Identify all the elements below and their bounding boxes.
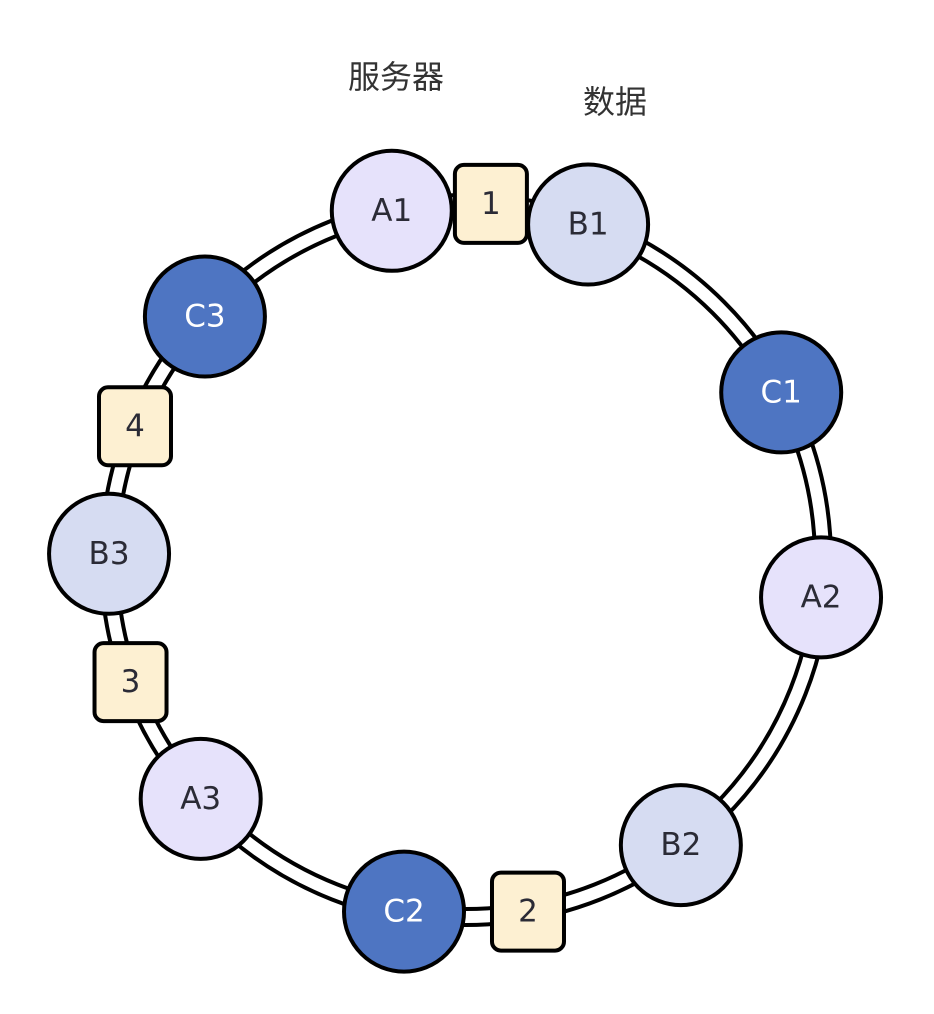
server-label: C1 [761, 374, 802, 410]
server-label: C2 [383, 894, 424, 930]
data-item-1: 1 [452, 162, 529, 245]
server-circle [142, 254, 267, 379]
server-circle [138, 736, 263, 861]
server-circle [759, 535, 884, 660]
server-circle [329, 148, 454, 273]
data-box [489, 870, 566, 953]
server-label: B2 [660, 827, 701, 863]
server-circle [719, 330, 844, 455]
server-circle [526, 162, 651, 287]
data-item-label: 3 [121, 664, 141, 700]
server-label: A2 [801, 579, 842, 615]
server-circle [342, 849, 467, 974]
data-box [96, 385, 173, 468]
server-label: B3 [89, 536, 130, 572]
server-node-a3: A3 [138, 736, 263, 861]
server-node-b1: B1 [526, 162, 651, 287]
server-circle [618, 783, 743, 908]
data-item-4: 4 [96, 385, 173, 468]
server-node-c1: C1 [719, 330, 844, 455]
data-label: 数据 [583, 83, 647, 121]
server-node-c2: C2 [342, 849, 467, 974]
data-item-2: 2 [489, 870, 566, 953]
server-label: A1 [371, 193, 412, 229]
server-node-a2: A2 [759, 535, 884, 660]
server-node-a1: A1 [329, 148, 454, 273]
data-box [92, 641, 169, 724]
data-box [452, 162, 529, 245]
server-circle [47, 491, 172, 616]
data-item-label: 1 [481, 186, 501, 222]
server-label: C3 [184, 299, 225, 335]
server-node-b3: B3 [47, 491, 172, 616]
server-node-b2: B2 [618, 783, 743, 908]
server-node-c3: C3 [142, 254, 267, 379]
server-label: B1 [568, 207, 609, 243]
server-label: A3 [180, 781, 221, 817]
data-item-label: 2 [518, 894, 538, 930]
data-item-3: 3 [92, 641, 169, 724]
servers-label: 服务器 [348, 58, 444, 96]
data-item-label: 4 [125, 408, 145, 444]
